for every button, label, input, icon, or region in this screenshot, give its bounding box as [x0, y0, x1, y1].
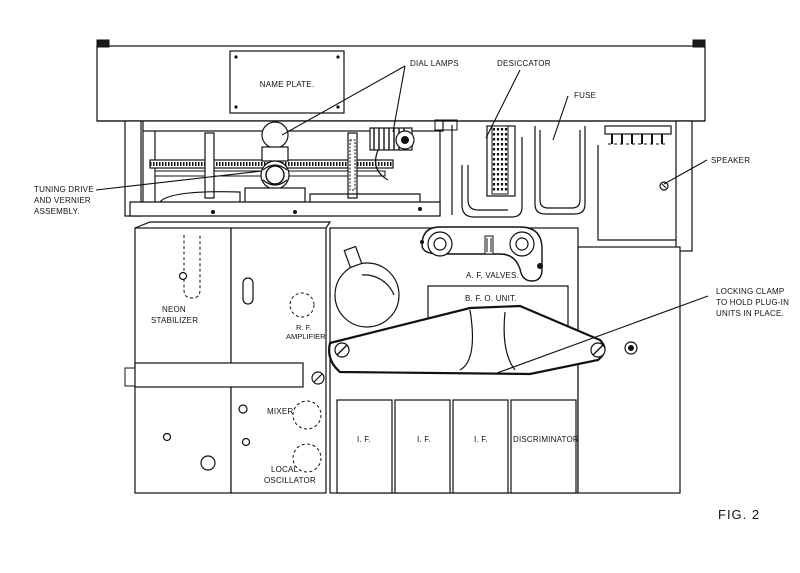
- locking-clamp-label-2: TO HOLD PLUG-IN: [716, 298, 789, 307]
- lower-chassis: [124, 221, 681, 494]
- tuning-drive-label-3: ASSEMBLY.: [34, 207, 80, 216]
- name-plate-label: NAME PLATE.: [260, 80, 315, 89]
- mixer-label: MIXER: [267, 407, 293, 416]
- labels: DIAL LAMPS DESICCATOR FUSE SPEAKER TUNIN…: [34, 59, 789, 522]
- if-1-label: I. F.: [357, 435, 371, 444]
- neon-stabilizer-label-1: NEON: [162, 305, 186, 314]
- neon-stabilizer-label-2: STABILIZER: [151, 316, 198, 325]
- tuning-drive-label-2: AND VERNIER: [34, 196, 91, 205]
- desiccator-label: DESICCATOR: [497, 59, 551, 68]
- leader-lines: [95, 65, 709, 374]
- locking-clamp-label-3: UNITS IN PLACE.: [716, 309, 784, 318]
- rotary-switch: [334, 245, 400, 328]
- locking-clamp: [328, 304, 606, 376]
- fuse-holder: [534, 126, 586, 215]
- local-oscillator-label-1: LOCAL: [271, 465, 299, 474]
- upper-mechanism: [124, 119, 693, 252]
- locking-clamp-label-1: LOCKING CLAMP: [716, 287, 784, 296]
- fuse-label: FUSE: [574, 91, 596, 100]
- dial-lamp-coil: [369, 127, 415, 181]
- speaker-label: SPEAKER: [711, 156, 750, 165]
- if-3-label: I. F.: [474, 435, 488, 444]
- desiccator: [461, 125, 523, 218]
- af-valves: [420, 226, 543, 282]
- rf-amplifier-label-1: R. F.: [296, 323, 311, 332]
- af-valves-label: A. F. VALVES.: [466, 271, 519, 280]
- bfo-unit-label: B. F. O. UNIT.: [465, 294, 517, 303]
- dial-lamps-label: DIAL LAMPS: [410, 59, 459, 68]
- if-2-label: I. F.: [417, 435, 431, 444]
- vernier-assembly: [244, 121, 306, 203]
- rf-amplifier-label-2: AMPLIFIER: [286, 332, 326, 341]
- plug-in-modules: [336, 399, 577, 494]
- figure-label: FIG. 2: [718, 507, 760, 522]
- front-panel: [96, 39, 706, 122]
- terminal-strip: [604, 125, 672, 145]
- discriminator-label: DISCRIMINATOR: [513, 435, 579, 444]
- speaker: [597, 145, 676, 241]
- tuning-drive-label-1: TUNING DRIVE: [34, 185, 94, 194]
- name-plate: NAME PLATE.: [229, 50, 345, 114]
- local-oscillator-label-2: OSCILLATOR: [264, 476, 316, 485]
